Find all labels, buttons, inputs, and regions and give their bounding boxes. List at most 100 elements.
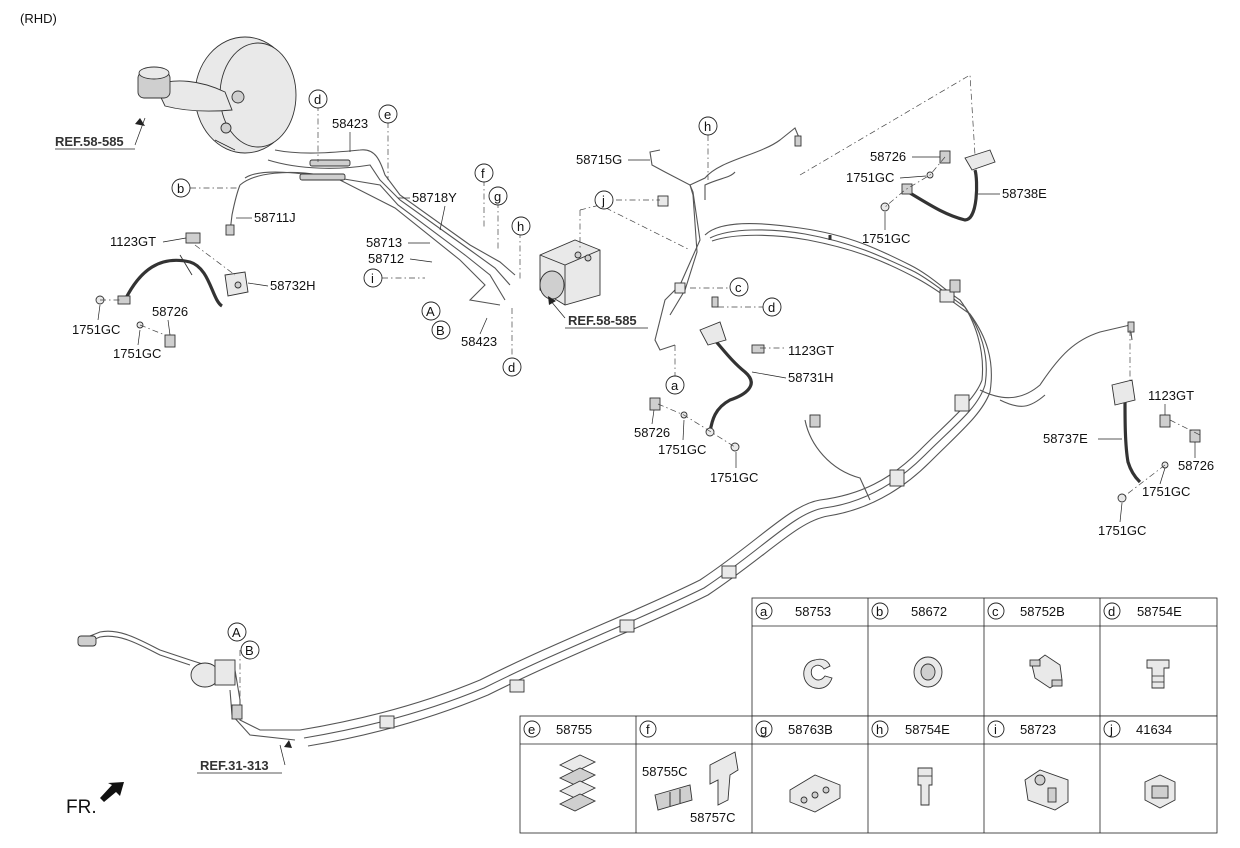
hose-58732H [117, 254, 249, 308]
table-cell-e: e 58755 [523, 720, 592, 738]
label-58732H: 58732H [270, 278, 316, 293]
table-cell-d: d 58754E [1103, 602, 1182, 620]
part-number-h: 58754E [905, 722, 950, 737]
svg-text:a: a [760, 604, 768, 619]
part-number-e: 58755 [556, 722, 592, 737]
svg-text:g: g [760, 722, 767, 737]
front-label: FR. [66, 797, 97, 818]
svg-text:j: j [601, 193, 605, 208]
svg-text:A: A [232, 625, 241, 640]
svg-text:g: g [494, 189, 501, 204]
callout-letter-i: i [363, 268, 383, 288]
hose-58731H [649, 321, 765, 452]
label-1751GC-topright-a: 1751GC [846, 170, 894, 185]
table-cell-c: c 58752B [987, 602, 1065, 620]
label-58423-mid: 58423 [461, 334, 497, 349]
svg-text:d: d [508, 360, 515, 375]
diagram-title: (RHD) [20, 11, 57, 26]
svg-text:e: e [384, 107, 391, 122]
svg-text:a: a [671, 378, 679, 393]
callout-letter-A-bottom: A [227, 622, 247, 642]
callout-letter-c: c [729, 277, 749, 297]
svg-text:d: d [768, 300, 775, 315]
svg-text:A: A [426, 304, 435, 319]
bracket-clip-icon [654, 751, 739, 811]
label-1751GC-right-a: 1751GC [1142, 484, 1190, 499]
svg-text:B: B [436, 323, 445, 338]
part-number-c: 58752B [1020, 604, 1065, 619]
pipe-clip-a-icon [803, 658, 833, 689]
hecu-unit [539, 239, 601, 306]
label-58737E: 58737E [1043, 431, 1088, 446]
callout-letter-d-right: d [762, 297, 782, 317]
svg-text:i: i [994, 722, 997, 737]
svg-text:j: j [1109, 722, 1113, 737]
callout-letter-A-top: A [421, 301, 441, 321]
callout-letter-f: f [474, 163, 494, 183]
stacked-clip-icon [558, 754, 597, 812]
pipe-clip-c-icon [1029, 654, 1063, 689]
part-number-f-sub1: 58755C [642, 764, 688, 779]
callout-letter-h-mid: h [511, 216, 531, 236]
table-cell-h: h 58754E [871, 720, 950, 738]
plug-icon [1146, 659, 1170, 689]
table-cell-a: a 58753 [755, 602, 831, 620]
svg-text:i: i [371, 271, 374, 286]
square-clip-icon [1144, 774, 1176, 809]
callout-letter-b: b [171, 178, 191, 198]
svg-text:h: h [704, 119, 711, 134]
part-number-g: 58763B [788, 722, 833, 737]
label-1751GC-mid-a: 1751GC [658, 442, 706, 457]
svg-text:h: h [876, 722, 883, 737]
table-cell-b: b 58672 [871, 602, 947, 620]
svg-text:f: f [646, 722, 650, 737]
svg-text:c: c [992, 604, 999, 619]
label-58726-right: 58726 [1178, 458, 1214, 473]
svg-text:d: d [314, 92, 321, 107]
main-brake-lines [299, 222, 1135, 747]
ref-hecu-label: REF.58-585 [568, 313, 637, 328]
ref-tank-label: REF.31-313 [200, 758, 269, 773]
svg-text:c: c [735, 280, 742, 295]
callout-letter-j: j [594, 190, 614, 210]
table-cell-f: f 58755C 58757C [639, 720, 736, 825]
svg-text:b: b [177, 181, 184, 196]
label-1751GC-topright-b: 1751GC [862, 231, 910, 246]
parts-table: a 58753 b 58672 c 58752B d 58754E e 5875… [519, 597, 1218, 834]
label-58715G: 58715G [576, 152, 622, 167]
label-58423-top: 58423 [332, 116, 368, 131]
triple-clip-icon [789, 774, 841, 813]
front-pipe-bundle [239, 149, 516, 306]
callout-letter-g: g [488, 186, 508, 206]
ref-booster-label: REF.58-585 [55, 134, 124, 149]
brake-booster-assembly [137, 36, 297, 154]
label-58738E: 58738E [1002, 186, 1047, 201]
table-cell-g: g 58763B [755, 720, 833, 738]
rear-left-assembly [77, 630, 300, 741]
label-58712: 58712 [368, 251, 404, 266]
label-58726-left: 58726 [152, 304, 188, 319]
label-58731H: 58731H [788, 370, 834, 385]
nipple-plug-icon [917, 767, 933, 806]
front-direction-indicator: FR. [66, 782, 124, 818]
callout-letter-B-bottom: B [240, 640, 260, 660]
svg-text:e: e [528, 722, 535, 737]
label-1751GC-right-b: 1751GC [1098, 523, 1146, 538]
label-58713: 58713 [366, 235, 402, 250]
svg-text:h: h [517, 219, 524, 234]
label-1751GC-mid-b: 1751GC [710, 470, 758, 485]
callout-letter-a: a [665, 375, 685, 395]
svg-text:d: d [1108, 604, 1115, 619]
svg-text:f: f [481, 166, 485, 181]
label-58718Y: 58718Y [412, 190, 457, 205]
label-1123GT-left: 1123GT [110, 234, 156, 249]
label-1751GC-left-b: 1751GC [113, 346, 161, 361]
label-58711J: 58711J [254, 210, 296, 225]
connector-block-icon [1024, 769, 1069, 811]
part-number-d: 58754E [1137, 604, 1182, 619]
pipe-58715G [649, 149, 701, 351]
svg-text:B: B [245, 643, 254, 658]
label-1123GT-right: 1123GT [1148, 388, 1194, 403]
front-arrow-icon [100, 782, 124, 802]
